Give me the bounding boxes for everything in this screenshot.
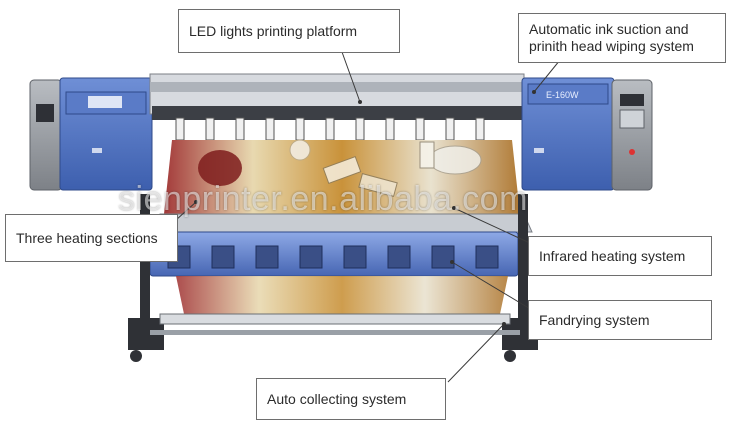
media-clamps (175, 117, 485, 141)
take-up-roller (159, 313, 511, 325)
callout-fandrying: Fandrying system (528, 300, 712, 340)
callout-heating-label: Three heating sections (16, 229, 158, 246)
callout-led-platform: LED lights printing platform (178, 9, 400, 53)
leader-lines (175, 51, 561, 383)
callout-heating-sections: Three heating sections (5, 214, 178, 262)
hanging-media (176, 276, 508, 314)
callout-collecting-label: Auto collecting system (267, 390, 407, 407)
control-panel (611, 79, 653, 191)
leader-dots (194, 90, 536, 326)
left-end-cap (29, 79, 63, 191)
watermark: sienprinter.en.alibaba.com (118, 180, 528, 218)
callout-collecting: Auto collecting system (256, 378, 446, 420)
model-label: E-160W (546, 90, 579, 100)
callout-infrared: Infrared heating system (528, 236, 712, 276)
callout-led-label: LED lights printing platform (189, 22, 358, 39)
callout-ink-suction: Automatic ink suction and prinith head w… (518, 13, 726, 63)
callout-ink-line-1: Automatic ink suction and (529, 21, 689, 37)
callout-ink-line-2: prinith head wiping system (529, 38, 694, 54)
callout-infrared-label: Infrared heating system (539, 247, 686, 264)
media-decoration (198, 139, 482, 198)
collect-bar (150, 330, 520, 335)
callout-fandrying-label: Fandrying system (539, 311, 650, 328)
fan-bar (149, 231, 519, 277)
